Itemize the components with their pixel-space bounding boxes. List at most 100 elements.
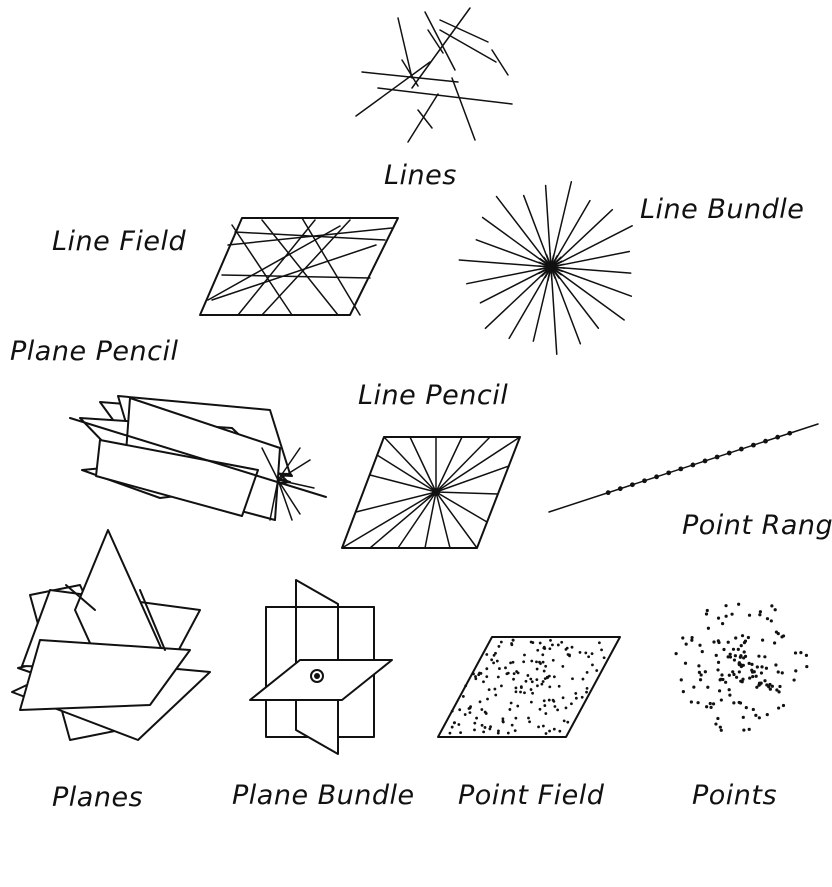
field-point <box>519 691 522 694</box>
cluster-point <box>739 654 742 657</box>
cluster-point <box>705 612 708 615</box>
cluster-point <box>778 685 781 688</box>
field-point <box>469 705 472 708</box>
field-point <box>464 713 467 716</box>
field-point <box>565 706 568 709</box>
range-point <box>642 478 647 483</box>
field-point <box>464 684 467 687</box>
field-point <box>512 639 515 642</box>
field-point <box>515 687 518 690</box>
field-point <box>531 680 534 683</box>
pencil-ray <box>436 492 487 522</box>
cluster-point <box>738 670 741 673</box>
field-point <box>472 672 475 675</box>
cluster-point <box>696 701 699 704</box>
cluster-point <box>757 655 760 658</box>
cluster-point <box>805 665 808 668</box>
field-point <box>591 652 594 655</box>
field-point <box>531 692 534 695</box>
cluster-point <box>771 685 774 688</box>
cluster-point <box>712 640 715 643</box>
range-point <box>775 435 780 440</box>
field-point <box>543 704 546 707</box>
cluster-point <box>728 694 731 697</box>
points-figure <box>675 603 809 732</box>
field-point <box>500 685 503 688</box>
cluster-point <box>706 686 709 689</box>
cluster-point <box>777 690 780 693</box>
point-range-figure <box>549 424 818 512</box>
field-point <box>480 708 483 711</box>
field-point <box>571 646 574 649</box>
range-point <box>666 470 671 475</box>
cluster-point <box>709 706 712 709</box>
cluster-point <box>741 634 744 637</box>
cluster-point <box>719 726 722 729</box>
cluster-point <box>717 617 720 620</box>
cluster-point <box>712 702 715 705</box>
cluster-point <box>748 662 751 665</box>
cluster-point <box>728 674 731 677</box>
cluster-point <box>777 706 780 709</box>
range-point <box>630 482 635 487</box>
lines-figure <box>356 8 512 142</box>
field-point <box>522 660 525 663</box>
cluster-point <box>716 717 719 720</box>
field-point <box>525 680 528 683</box>
field-point <box>548 675 551 678</box>
range-point <box>691 463 696 468</box>
field-point <box>548 685 551 688</box>
field-point <box>501 717 504 720</box>
cluster-point <box>717 639 720 642</box>
field-point <box>535 678 538 681</box>
pencil-ray <box>342 492 436 548</box>
field-point <box>530 660 533 663</box>
field-point <box>482 680 485 683</box>
field-point <box>510 702 513 705</box>
field-point <box>554 705 557 708</box>
field-point <box>540 683 543 686</box>
field-point <box>484 726 487 729</box>
label-lines: Lines <box>384 160 457 191</box>
cluster-point <box>742 728 745 731</box>
line-field-figure <box>200 218 398 315</box>
field-point <box>511 724 514 727</box>
field-point <box>530 701 533 704</box>
cluster-point <box>737 648 740 651</box>
field-point <box>496 660 499 663</box>
range-point <box>618 486 623 491</box>
cluster-point <box>690 700 693 703</box>
field-point <box>494 652 497 655</box>
field-point <box>582 678 585 681</box>
cluster-point <box>782 704 785 707</box>
cluster-point <box>742 656 745 659</box>
field-point <box>500 641 503 644</box>
field-point <box>542 647 545 650</box>
cluster-point <box>747 636 750 639</box>
field-point <box>512 661 515 664</box>
field-point <box>482 730 485 733</box>
cluster-point <box>699 678 702 681</box>
cluster-point <box>758 716 761 719</box>
cluster-point <box>793 678 796 681</box>
plane-bundle-figure <box>250 580 392 754</box>
field-point <box>528 720 531 723</box>
cluster-point <box>748 614 751 617</box>
cluster-point <box>732 648 735 651</box>
cluster-point <box>760 665 763 668</box>
field-point <box>557 644 560 647</box>
field-point <box>541 653 544 656</box>
cluster-point <box>707 627 710 630</box>
cluster-point <box>748 676 751 679</box>
field-point <box>548 699 551 702</box>
field-point <box>474 675 477 678</box>
field-point <box>543 699 546 702</box>
cluster-point <box>690 636 693 639</box>
cluster-point <box>698 671 701 674</box>
range-point <box>678 466 683 471</box>
field-point <box>494 694 497 697</box>
cluster-point <box>728 688 731 691</box>
field-point <box>529 678 532 681</box>
field-point <box>498 667 501 670</box>
field-point <box>484 711 487 714</box>
